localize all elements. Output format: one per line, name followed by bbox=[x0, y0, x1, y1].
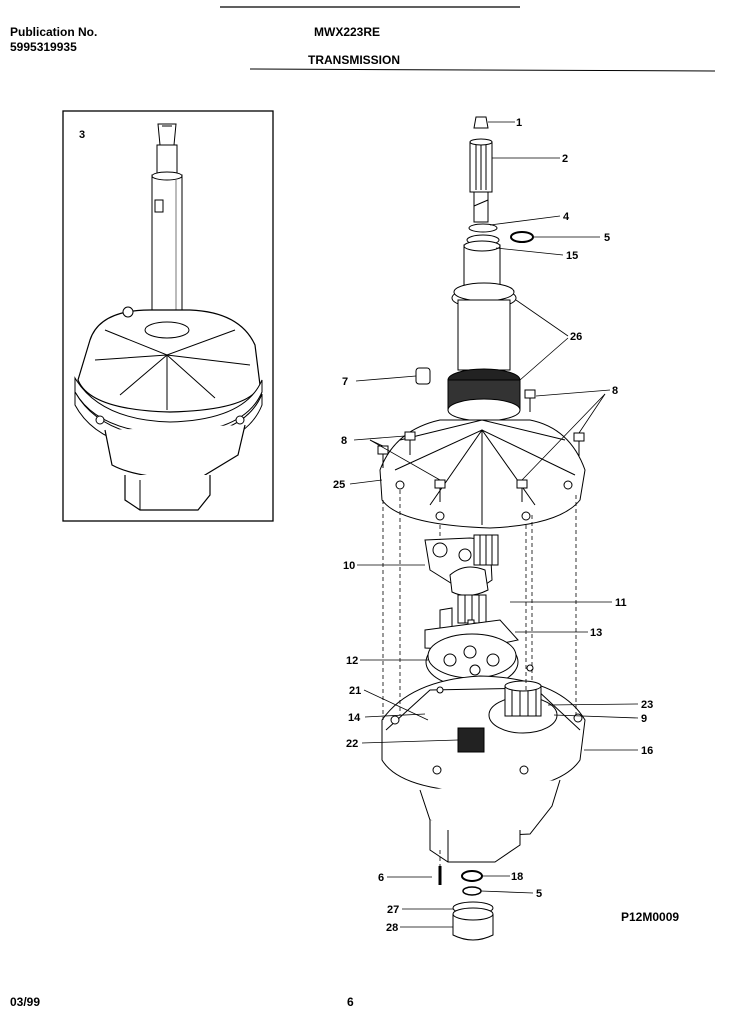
callout-6: 6 bbox=[378, 872, 384, 884]
callout-5-lower: 5 bbox=[536, 888, 542, 900]
callout-12: 12 bbox=[346, 655, 358, 667]
publication-number: 5995319935 bbox=[10, 40, 77, 54]
callout-5-upper: 5 bbox=[604, 232, 610, 244]
callout-25: 25 bbox=[333, 479, 345, 491]
callout-8-right: 8 bbox=[612, 385, 618, 397]
callout-23: 23 bbox=[641, 699, 653, 711]
callout-22: 22 bbox=[346, 738, 358, 750]
footer-page-number: 6 bbox=[347, 995, 354, 1009]
callout-13: 13 bbox=[590, 627, 602, 639]
inset-callout-3: 3 bbox=[79, 129, 85, 141]
footer-date: 03/99 bbox=[10, 995, 41, 1009]
callout-8-left: 8 bbox=[341, 435, 347, 447]
leader-lines bbox=[349, 121, 639, 928]
inset-assembly bbox=[62, 110, 274, 522]
model-number: MWX223RE bbox=[314, 25, 381, 39]
callout-21: 21 bbox=[349, 685, 361, 697]
diagram-code: P12M0009 bbox=[621, 910, 680, 924]
callout-9: 9 bbox=[641, 713, 647, 725]
callout-11: 11 bbox=[615, 597, 627, 609]
alignment-lines bbox=[382, 490, 577, 866]
callout-1: 1 bbox=[516, 117, 522, 129]
callout-26: 26 bbox=[570, 331, 582, 343]
callout-14: 14 bbox=[348, 712, 361, 724]
section-title: TRANSMISSION bbox=[308, 53, 401, 67]
callout-7: 7 bbox=[342, 376, 348, 388]
callout-27: 27 bbox=[387, 904, 399, 916]
callout-10: 10 bbox=[343, 560, 355, 572]
callout-2: 2 bbox=[562, 153, 568, 165]
publication-label: Publication No. bbox=[10, 25, 98, 39]
callout-15: 15 bbox=[566, 250, 578, 262]
callout-16: 16 bbox=[641, 745, 653, 757]
callout-28: 28 bbox=[386, 922, 398, 934]
main-assembly bbox=[377, 116, 586, 941]
callout-18: 18 bbox=[511, 871, 523, 883]
header-rule bbox=[249, 68, 716, 72]
callout-4: 4 bbox=[563, 211, 570, 223]
